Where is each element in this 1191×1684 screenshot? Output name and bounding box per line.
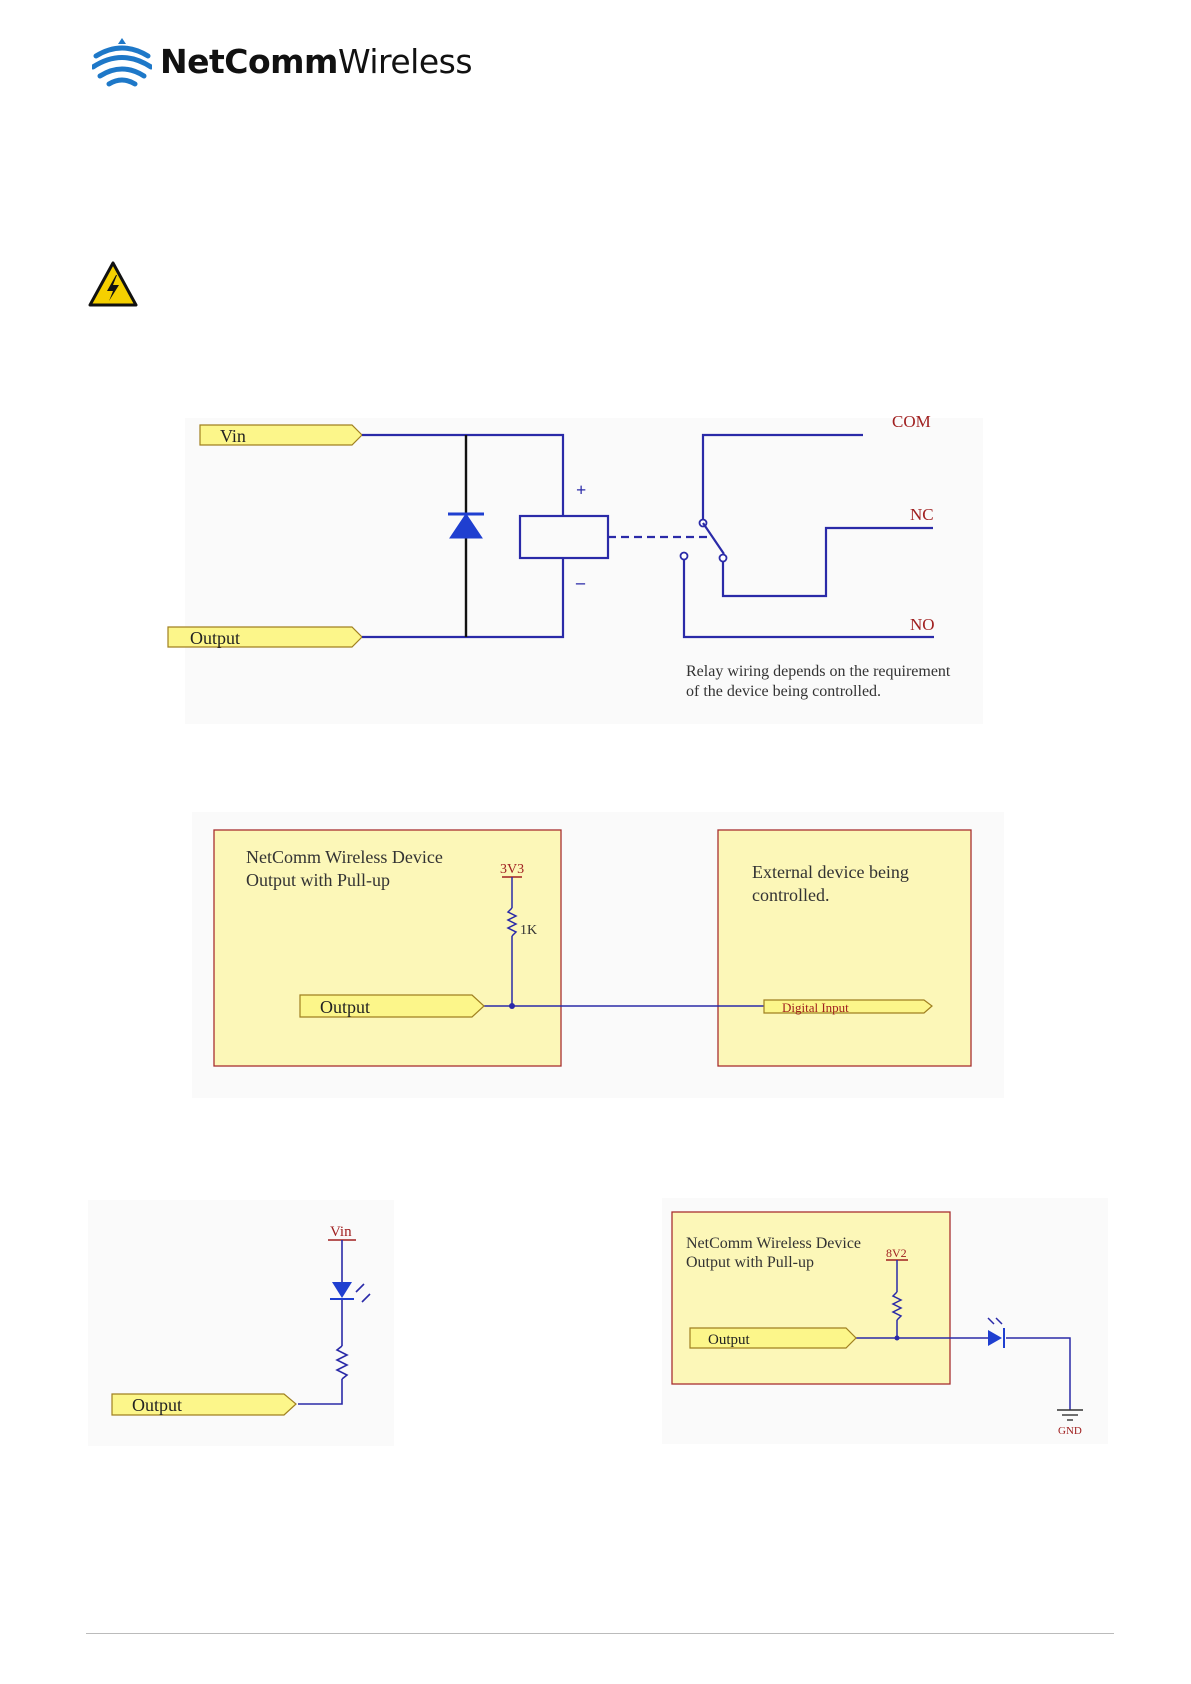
external-label-line1: External device being xyxy=(752,862,909,882)
vin-label: Vin xyxy=(330,1224,352,1240)
voltage-8v2-label: 8V2 xyxy=(886,1246,907,1260)
external-label-line2: controlled. xyxy=(752,885,829,905)
brand-wordmark: NetCommWireless xyxy=(160,42,472,81)
electrical-hazard-icon xyxy=(88,261,138,307)
output-label: Output xyxy=(708,1332,751,1348)
coil-minus-label: – xyxy=(575,572,586,592)
digital-input-label: Digital Input xyxy=(782,1000,849,1015)
device-label-line2: Output with Pull-up xyxy=(686,1254,814,1271)
device-label-line1: NetComm Wireless Device xyxy=(246,847,443,867)
coil-plus-label: + xyxy=(576,480,586,500)
device-label-line2: Output with Pull-up xyxy=(246,870,390,890)
pullup-output-diagram: NetComm Wireless Device Output with Pull… xyxy=(190,810,1010,1100)
voltage-3v3-label: 3V3 xyxy=(500,862,524,877)
output-label: Output xyxy=(190,628,240,648)
no-label: NO xyxy=(910,615,935,634)
com-label: COM xyxy=(892,412,931,431)
vin-label: Vin xyxy=(220,426,246,446)
resistor-1k-label: 1K xyxy=(520,923,537,938)
led-sink-diagram: Vin Output xyxy=(86,1198,396,1448)
netcomm-logo: NetCommWireless xyxy=(92,34,472,90)
relay-note-line1: Relay wiring depends on the requirement xyxy=(686,663,951,680)
gnd-label: GND xyxy=(1058,1425,1082,1437)
output-label: Output xyxy=(320,997,370,1017)
relay-wiring-diagram: Vin Output + – COM NC NO Relay wiring de… xyxy=(160,410,1000,730)
wifi-signal-icon xyxy=(92,34,152,90)
nc-label: NC xyxy=(910,505,934,524)
led-source-diagram: NetComm Wireless Device Output with Pull… xyxy=(660,1196,1110,1456)
device-label-line1: NetComm Wireless Device xyxy=(686,1235,861,1252)
footer-divider xyxy=(86,1633,1114,1634)
output-label: Output xyxy=(132,1395,182,1415)
relay-note-line2: of the device being controlled. xyxy=(686,683,881,700)
